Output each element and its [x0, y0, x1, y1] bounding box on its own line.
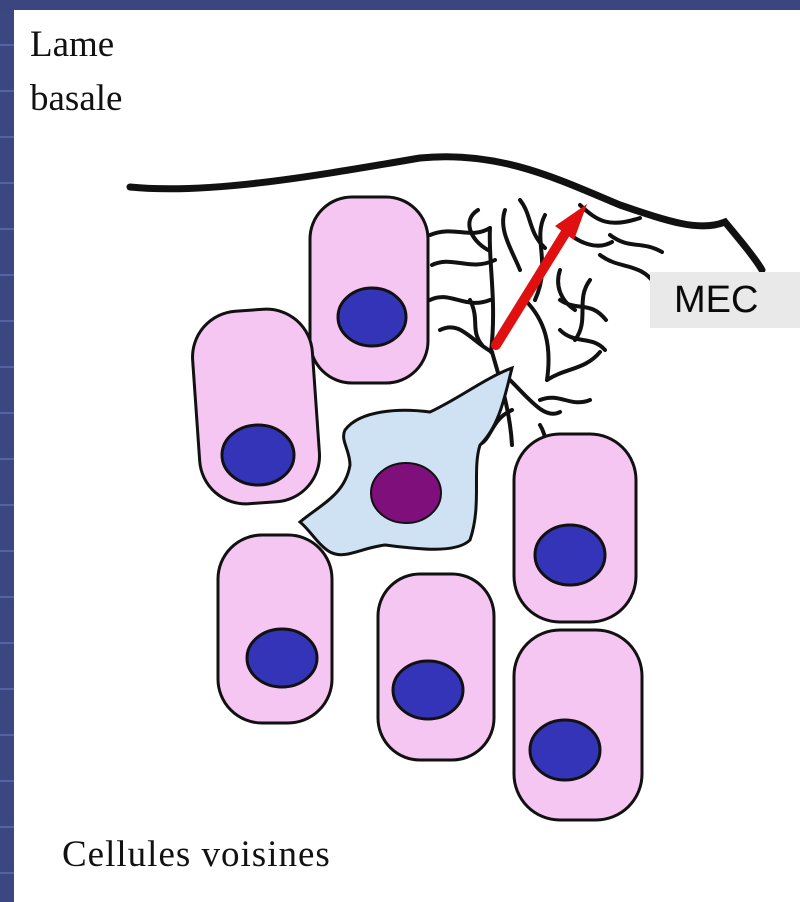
- nucleus-3: [247, 629, 317, 687]
- migrating-cell: [300, 368, 512, 555]
- nucleus-4: [393, 661, 463, 719]
- nucleus-6: [530, 720, 600, 780]
- neighbor-cells-label: Cellules voisines: [62, 828, 331, 882]
- ecm-label: MEC: [650, 272, 800, 328]
- basement-membrane-label: Lame basale: [30, 18, 230, 125]
- basement-membrane-label-line2: basale: [30, 78, 122, 119]
- nucleus-2: [222, 425, 294, 485]
- migrating-nucleus: [371, 463, 441, 523]
- nucleus-1: [338, 288, 406, 346]
- basement-membrane-line: [130, 157, 762, 270]
- nucleus-5: [535, 525, 605, 585]
- basement-membrane-label-line1: Lame: [30, 24, 114, 65]
